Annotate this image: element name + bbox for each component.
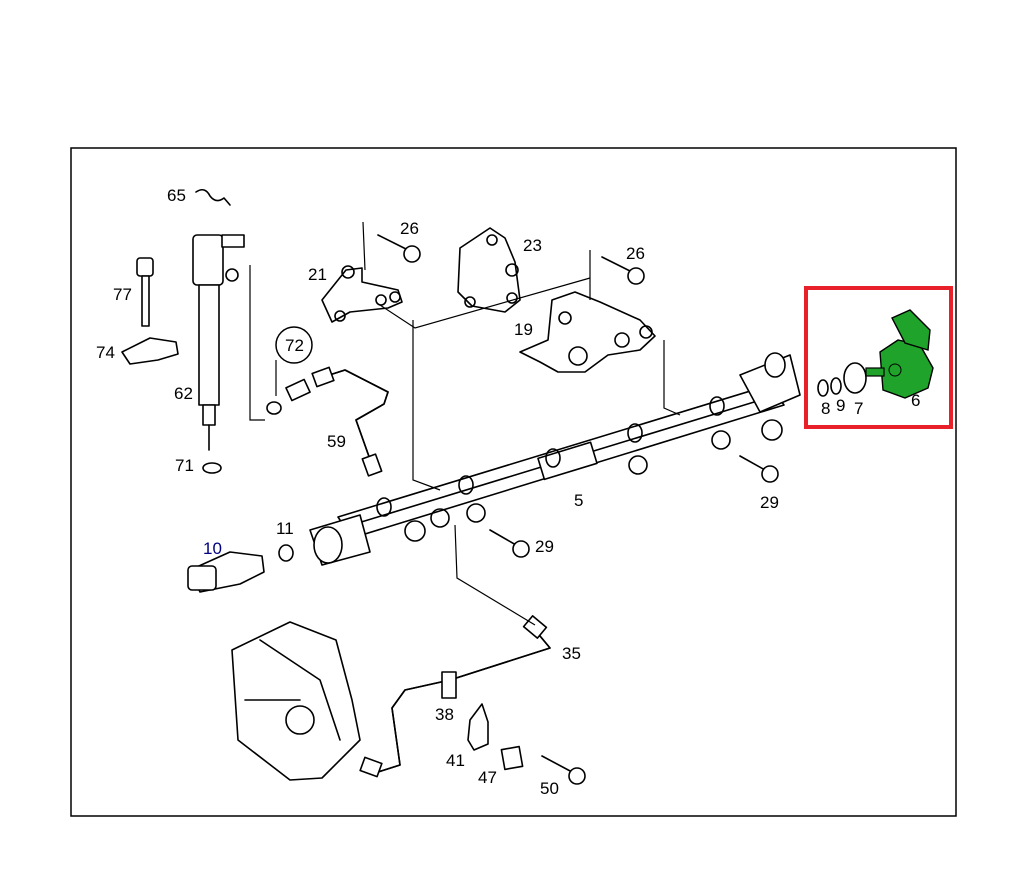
label-50: 50: [540, 779, 559, 798]
injector-part[interactable]: [192, 234, 245, 451]
washer-11-part[interactable]: [278, 544, 294, 562]
label-6: 6: [911, 391, 920, 410]
highlight-box: [804, 286, 953, 429]
bolt-77-part[interactable]: [136, 257, 154, 327]
label-72: 72: [285, 336, 304, 355]
label-65: 65: [167, 186, 186, 205]
label-8: 8: [821, 399, 830, 418]
label-11: 11: [276, 519, 294, 538]
pressure-regulator-6-part[interactable]: [865, 309, 934, 399]
label-41: 41: [446, 751, 465, 770]
bolt-26a-part[interactable]: [377, 234, 421, 263]
fuel-rail-part[interactable]: [309, 352, 801, 566]
fitting-72-part[interactable]: [266, 378, 311, 415]
label-38: 38: [435, 705, 454, 724]
diagram-frame: [70, 147, 957, 817]
bolt-29b-part[interactable]: [489, 529, 530, 558]
label-5: 5: [574, 491, 583, 510]
bolt-50-part[interactable]: [541, 755, 586, 785]
label-47: 47: [478, 768, 497, 787]
bolt-26b-part[interactable]: [601, 256, 645, 285]
label-21: 21: [308, 265, 327, 284]
clip-41-part[interactable]: [467, 703, 489, 751]
label-19: 19: [514, 320, 533, 339]
washer-9-part[interactable]: [830, 377, 842, 395]
label-26b: 26: [626, 244, 645, 263]
washer-71-part[interactable]: [202, 462, 222, 474]
label-26a: 26: [400, 219, 419, 238]
callout-72-circle: [275, 326, 313, 364]
bracket-23-part[interactable]: [457, 227, 521, 313]
sensor-10-part[interactable]: [187, 551, 265, 593]
bolt-29a-part[interactable]: [739, 455, 779, 483]
label-77: 77: [113, 285, 132, 304]
label-7: 7: [854, 399, 863, 418]
label-59: 59: [327, 432, 346, 451]
pump-part[interactable]: [231, 621, 361, 781]
label-71: 71: [175, 456, 194, 475]
label-74: 74: [96, 343, 115, 362]
clip-65-part[interactable]: [195, 188, 231, 206]
bracket-19-part[interactable]: [519, 291, 656, 373]
clamp-74-part[interactable]: [121, 337, 179, 365]
clamp-38-part[interactable]: [441, 671, 457, 699]
label-9: 9: [836, 396, 845, 415]
label-35: 35: [562, 644, 581, 663]
label-23: 23: [523, 236, 542, 255]
leader-lines: [249, 221, 681, 626]
label-10: 10: [203, 539, 222, 558]
cap-47-part[interactable]: [500, 745, 524, 771]
washer-8-part[interactable]: [817, 379, 829, 397]
label-29a: 29: [760, 493, 779, 512]
label-62: 62: [174, 384, 193, 403]
oring-7-part[interactable]: [843, 362, 867, 394]
label-29b: 29: [535, 537, 554, 556]
